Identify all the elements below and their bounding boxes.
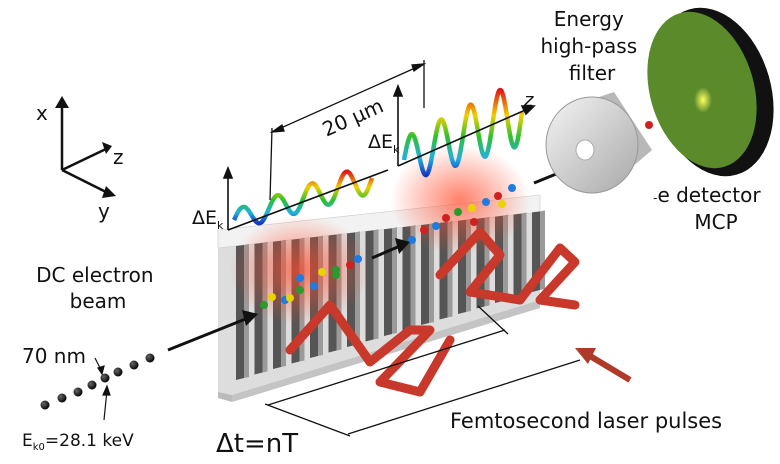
grating-pillar-side xyxy=(410,225,416,329)
x-axis-label: x xyxy=(36,101,48,125)
delta-e-axes xyxy=(222,83,536,231)
laser-label: Femtosecond laser pulses xyxy=(450,409,722,433)
grating-pillar-side xyxy=(521,212,527,296)
energy-filter xyxy=(545,92,652,194)
electron xyxy=(286,294,294,302)
delta-e-right: ΔEk xyxy=(368,131,400,156)
electron xyxy=(332,271,340,279)
delta-e-left: ΔEk xyxy=(192,207,224,232)
electron xyxy=(296,274,304,282)
delay-label: Δt=nT xyxy=(216,429,298,459)
dc-beam-label: DC electron beam xyxy=(36,263,160,313)
electron xyxy=(508,184,516,192)
laser-label-arrow xyxy=(575,348,632,383)
beam-electron xyxy=(129,360,139,370)
electron xyxy=(346,261,354,269)
beam-electron xyxy=(73,387,83,397)
electron xyxy=(468,204,476,212)
electron xyxy=(318,268,326,276)
grating-structure xyxy=(217,145,545,402)
dc-electron-beam xyxy=(40,353,155,410)
grating-pillar xyxy=(513,213,522,298)
beam-electron xyxy=(145,353,155,363)
electron xyxy=(260,301,268,309)
grating-pillar-side xyxy=(373,229,379,340)
grating-pillar-side xyxy=(392,227,397,334)
grating-pillar xyxy=(384,228,392,336)
electron xyxy=(420,226,428,234)
laser-glow-left xyxy=(230,215,370,325)
laser-pulses xyxy=(285,227,580,397)
z-axis-label: z xyxy=(113,145,124,169)
electron xyxy=(268,293,276,301)
energy-waves xyxy=(231,87,525,226)
electron xyxy=(432,222,440,230)
y-axis-label: y xyxy=(98,199,110,223)
beam-electron xyxy=(87,380,97,390)
grating-pillar xyxy=(402,226,411,331)
electron xyxy=(498,200,506,208)
electron xyxy=(354,255,362,263)
electron xyxy=(454,208,462,216)
electron xyxy=(442,214,450,222)
spacing-marker xyxy=(94,357,111,421)
grating-pillar xyxy=(421,224,429,325)
beam-electron xyxy=(113,367,123,377)
mcp-detector xyxy=(647,7,774,177)
coordinate-axes xyxy=(55,96,116,198)
electron-bunches xyxy=(260,184,516,309)
beam-electron xyxy=(100,373,110,383)
period-dimension xyxy=(269,60,427,201)
energy-label: Ek0=28.1 keV xyxy=(22,431,134,453)
spacing-label: 70 nm xyxy=(22,344,86,368)
detector-label: -e detector MCP xyxy=(653,183,767,234)
z-label: z xyxy=(523,90,534,111)
electron xyxy=(482,198,490,206)
delay-dimension xyxy=(264,305,581,437)
electron xyxy=(296,286,304,294)
electron xyxy=(494,192,502,200)
electron xyxy=(310,282,318,290)
beam-electron xyxy=(57,393,67,403)
filter-label: Energy high-pass filter xyxy=(541,7,644,85)
filtered-electron xyxy=(645,121,653,129)
electron xyxy=(470,218,478,226)
beam-electron xyxy=(40,400,50,410)
